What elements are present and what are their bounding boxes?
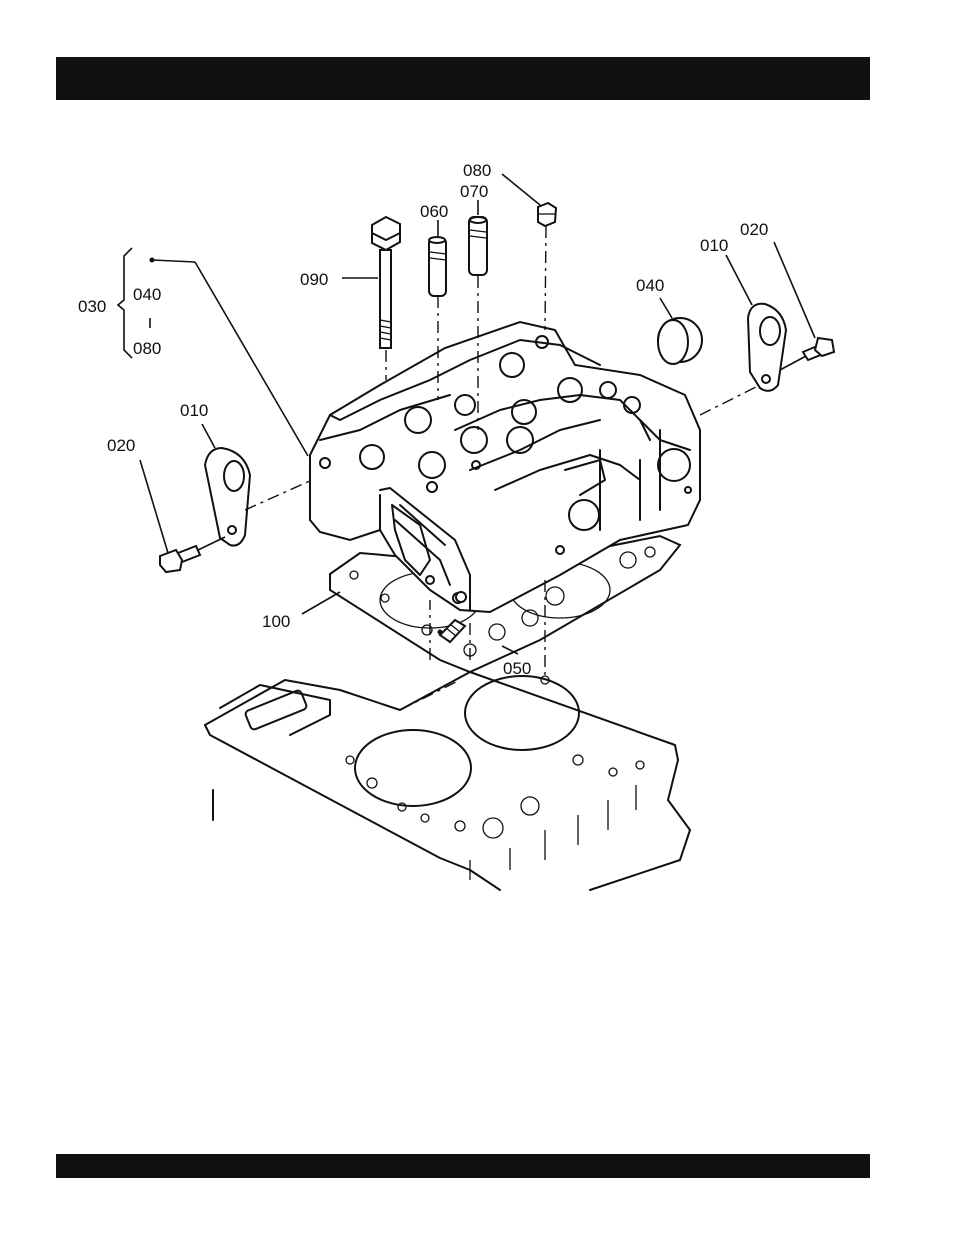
expansion-plug [658, 318, 702, 364]
label-030: 030 [78, 297, 106, 316]
label-090: 090 [300, 270, 328, 289]
valve-guide [429, 237, 446, 296]
lifting-plate-right [748, 304, 786, 391]
label-030-range-end: 080 [133, 339, 161, 358]
label-040: 040 [636, 276, 664, 295]
plug-080 [538, 203, 556, 226]
bolt-020-left [160, 546, 200, 572]
label-070: 070 [460, 182, 488, 201]
engine-block [205, 672, 690, 890]
bolt-020-right [803, 338, 834, 360]
label-050: 050 [503, 659, 531, 678]
valve-guide-2 [469, 217, 487, 275]
label-010-right: 010 [700, 236, 728, 255]
label-100: 100 [262, 612, 290, 631]
label-030-range-start: 040 [133, 285, 161, 304]
label-080: 080 [463, 161, 491, 180]
label-020-right: 020 [740, 220, 768, 239]
label-020-left: 020 [107, 436, 135, 455]
label-010-left: 010 [180, 401, 208, 420]
head-bolt [372, 217, 400, 348]
label-060: 060 [420, 202, 448, 221]
lifting-plate-left [205, 448, 250, 546]
